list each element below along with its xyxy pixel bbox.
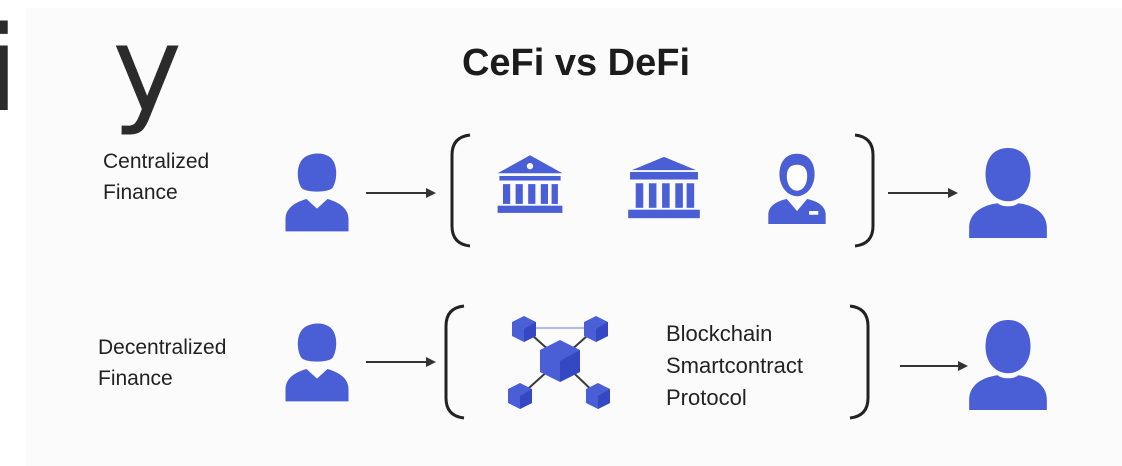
bank-icon <box>497 155 563 213</box>
decentralized-receiver-icon <box>969 320 1047 410</box>
arrow-icon <box>900 361 968 371</box>
blockchain-network-icon <box>508 316 610 409</box>
right-bracket <box>849 304 870 420</box>
left-bracket <box>444 304 465 420</box>
decentralized-intermediary-text: Blockchain Smartcontract Protocol <box>666 318 803 414</box>
bank-icon <box>628 156 700 219</box>
label-line: Decentralized <box>98 336 227 359</box>
label-line: Finance <box>98 367 173 390</box>
diagram-card <box>26 8 1122 466</box>
centralized-sender-icon <box>285 153 349 232</box>
decentralized-sender-icon <box>285 323 349 402</box>
arrow-icon <box>366 188 436 198</box>
arrow-icon <box>888 188 958 198</box>
centralized-finance-label: Centralized Finance <box>103 146 209 208</box>
banker-icon <box>768 153 826 224</box>
diagram-title: CeFi vs DeFi <box>461 42 691 84</box>
label-line: Centralized <box>103 150 210 173</box>
right-bracket <box>854 133 875 248</box>
protocol-line: Protocol <box>666 385 747 410</box>
label-line: Finance <box>103 181 178 204</box>
centralized-receiver-icon <box>969 148 1047 238</box>
smartcontract-line: Smartcontract <box>666 353 803 378</box>
arrow-icon <box>366 357 436 367</box>
left-bracket <box>450 133 471 248</box>
cropped-heading-letters: i y <box>0 0 211 138</box>
blockchain-line: Blockchain <box>666 321 773 346</box>
decentralized-finance-label: Decentralized Finance <box>98 332 226 394</box>
